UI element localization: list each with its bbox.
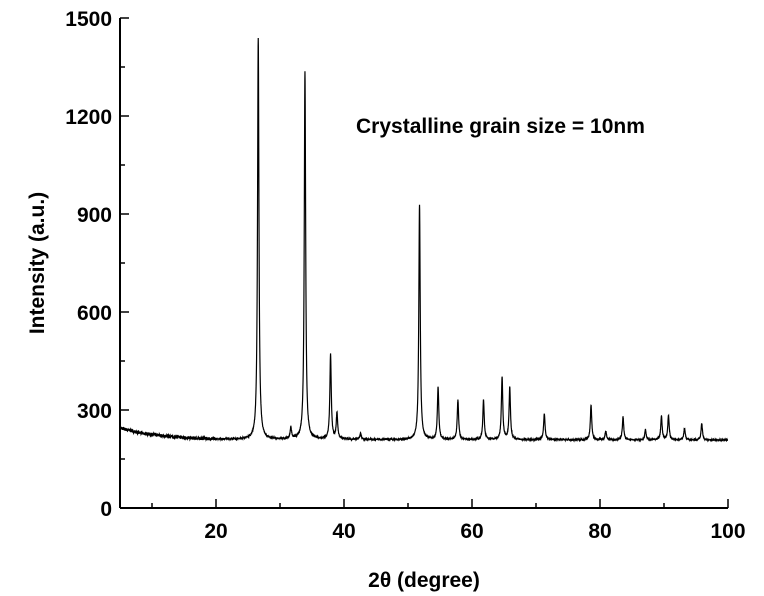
y-tick-label: 600 — [77, 302, 112, 325]
y-tick-label: 900 — [77, 204, 112, 227]
x-tick-label: 100 — [710, 520, 745, 543]
grain-size-annotation: Crystalline grain size = 10nm — [356, 115, 645, 138]
x-tick-label: 80 — [588, 520, 611, 543]
x-tick-label: 40 — [332, 520, 355, 543]
x-tick-label: 60 — [460, 520, 483, 543]
y-tick-label: 300 — [77, 400, 112, 423]
x-axis-title: 2θ (degree) — [368, 569, 480, 592]
y-tick-label: 1500 — [65, 8, 112, 31]
y-axis-title: Intensity (a.u.) — [26, 192, 49, 334]
x-tick-label: 20 — [204, 520, 227, 543]
xrd-pattern-line — [120, 38, 728, 443]
axes: 20 40 60 80 100 0 300 600 900 1200 1500 — [65, 8, 745, 543]
y-tick-label: 0 — [100, 498, 112, 521]
y-tick-label: 1200 — [65, 106, 112, 129]
